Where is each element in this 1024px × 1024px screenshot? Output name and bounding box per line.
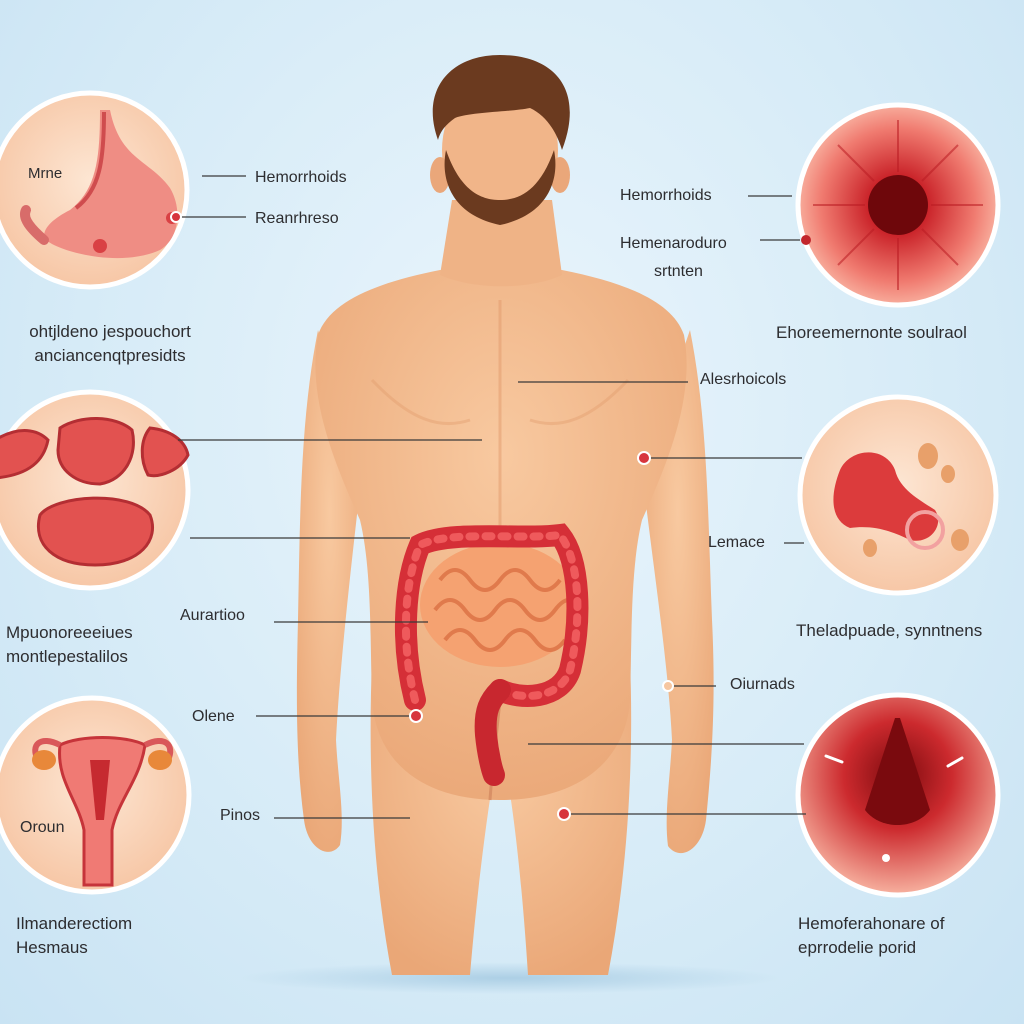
anus-inset <box>795 102 1001 308</box>
uterus-inset-label: Oroun <box>20 819 65 836</box>
label-alesrhoicols: Alesrhoicols <box>700 371 787 388</box>
caption-middle-right: Theladpuade, synntnens <box>796 621 983 640</box>
label-hemorrhoids-right: Hemorrhoids <box>620 187 712 204</box>
ulcer-inset <box>797 394 999 596</box>
label-olene: Olene <box>192 708 235 725</box>
uterus-inset <box>0 695 192 895</box>
leader-lines <box>176 175 806 819</box>
caption-bottom-right: Hemoferahonare of eprrodelie porid <box>798 914 945 957</box>
stomach-inset-label: Mrne <box>28 165 63 182</box>
label-aurartioo: Aurartioo <box>180 607 245 624</box>
caption-bottom-left: Ilmanderectiom Hesmaus <box>16 914 133 957</box>
marker-dots <box>170 211 674 821</box>
label-oiurnads: Oiurnads <box>730 676 795 693</box>
label-srtnten: srtnten <box>654 263 703 280</box>
floor-shadow <box>240 962 780 994</box>
caption-middle-left: Mpuonoreeeiues montlepestalilos <box>6 623 133 666</box>
label-hemenaroduro: Hemenaroduro <box>620 235 727 252</box>
sphincter-inset <box>0 389 191 591</box>
label-lemace: Lemace <box>708 534 765 551</box>
label-hemorrhoids-left: Hemorrhoids <box>255 169 347 186</box>
label-pinos: Pinos <box>220 807 261 824</box>
caption-top-right: Ehoreemernonte soulraol <box>776 323 967 342</box>
label-reanrhreso: Reanrhreso <box>255 210 339 227</box>
caption-top-left: ohtjldeno jespouchort anciancenqtpresidt… <box>29 322 191 365</box>
stomach-inset <box>0 90 190 290</box>
hemorrhoid-inset <box>795 692 1001 898</box>
intestines <box>394 523 589 786</box>
